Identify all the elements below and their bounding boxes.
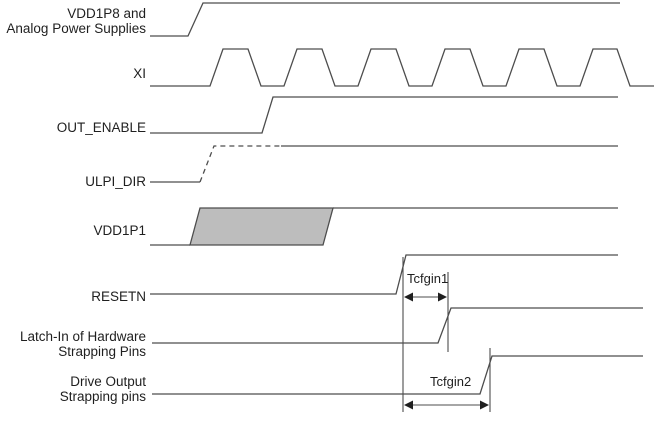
signal-label-vdd1p8-line2: Analog Power Supplies bbox=[6, 21, 146, 36]
signal-label-resetn-line1: RESETN bbox=[91, 289, 146, 304]
signal-label-latch-in-line2: Strapping Pins bbox=[58, 344, 146, 359]
vdd1p8-waveform bbox=[150, 2, 620, 37]
out-enable-waveform bbox=[150, 96, 618, 134]
signal-label-vdd1p8-line1: VDD1P8 and bbox=[67, 6, 146, 21]
signal-label-drive-output-line2: Strapping pins bbox=[59, 389, 146, 404]
signal-label-xi: XI bbox=[0, 66, 146, 81]
resetn-waveform bbox=[150, 254, 618, 295]
signal-label-ulpi-dir: ULPI_DIR bbox=[0, 174, 146, 189]
xi-clock-waveform bbox=[150, 48, 654, 87]
tcfgin2-label: Tcfgin2 bbox=[430, 374, 471, 389]
signal-label-xi-line1: XI bbox=[133, 66, 146, 81]
signal-label-latch-in-line1: Latch-In of Hardware bbox=[19, 329, 146, 344]
signal-label-out-enable-line1: OUT_ENABLE bbox=[56, 120, 146, 135]
latch-in-waveform bbox=[152, 307, 643, 344]
signal-label-vdd1p1-line1: VDD1P1 bbox=[93, 223, 146, 238]
drive-output-waveform bbox=[152, 355, 643, 395]
tcfgin1-arrowhead-right bbox=[438, 292, 447, 302]
signal-label-vdd1p1: VDD1P1 bbox=[0, 223, 146, 238]
tcfgin1-arrowhead-left bbox=[404, 292, 413, 302]
signal-label-resetn: RESETN bbox=[0, 289, 146, 304]
tcfgin2-arrowhead-right bbox=[480, 400, 489, 410]
signal-label-ulpi-dir-line1: ULPI_DIR bbox=[85, 174, 146, 189]
ulpi-dir-waveform-dashed-transition bbox=[199, 145, 281, 183]
signal-label-latch-in: Latch-In of Hardware Strapping Pins bbox=[0, 329, 146, 359]
signal-label-out-enable: OUT_ENABLE bbox=[0, 120, 146, 135]
vdd1p1-ramp-region bbox=[189, 207, 334, 246]
tcfgin1-label: Tcfgin1 bbox=[407, 271, 448, 286]
tcfgin2-arrowhead-left bbox=[404, 400, 413, 410]
signal-label-drive-output-line1: Drive Output bbox=[70, 374, 146, 389]
signal-label-drive-output: Drive Output Strapping pins bbox=[0, 374, 146, 404]
signal-label-vdd1p8: VDD1P8 and Analog Power Supplies bbox=[0, 6, 146, 36]
